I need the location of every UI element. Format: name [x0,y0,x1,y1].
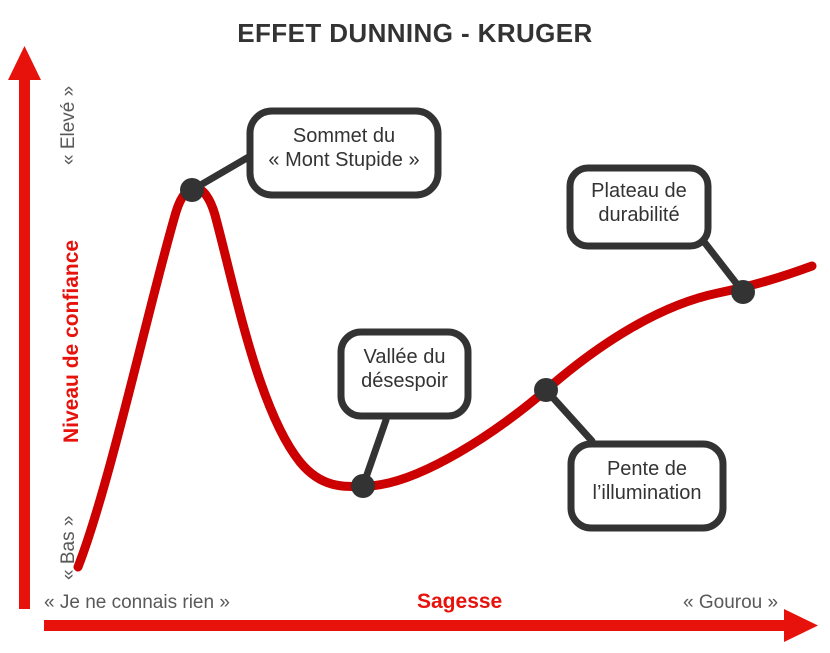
callout-box-sommet[interactable] [246,107,442,199]
callout-box-vallee[interactable] [337,328,472,420]
callout-box-pente[interactable] [567,440,727,532]
x-axis-low-label: « Je ne connais rien » [44,592,230,613]
dunning-kruger-curve [73,183,817,572]
y-axis-low-label: « Bas » [58,515,79,580]
x-axis-title: Sagesse [417,590,503,613]
x-axis-high-label: « Gourou » [683,592,779,613]
data-point-sommet[interactable] [180,178,204,202]
y-axis-high-label: « Elevé » [58,85,79,165]
y-axis-title: Niveau de confiance [60,239,83,443]
data-point-vallee[interactable] [351,474,375,498]
data-point-pente[interactable] [534,378,558,402]
callout-box-plateau[interactable] [566,164,712,250]
page-title: EFFET DUNNING - KRUGER [237,18,593,48]
y-axis-arrow [8,46,41,609]
x-axis-arrow [44,609,818,642]
data-point-plateau[interactable] [731,280,755,304]
